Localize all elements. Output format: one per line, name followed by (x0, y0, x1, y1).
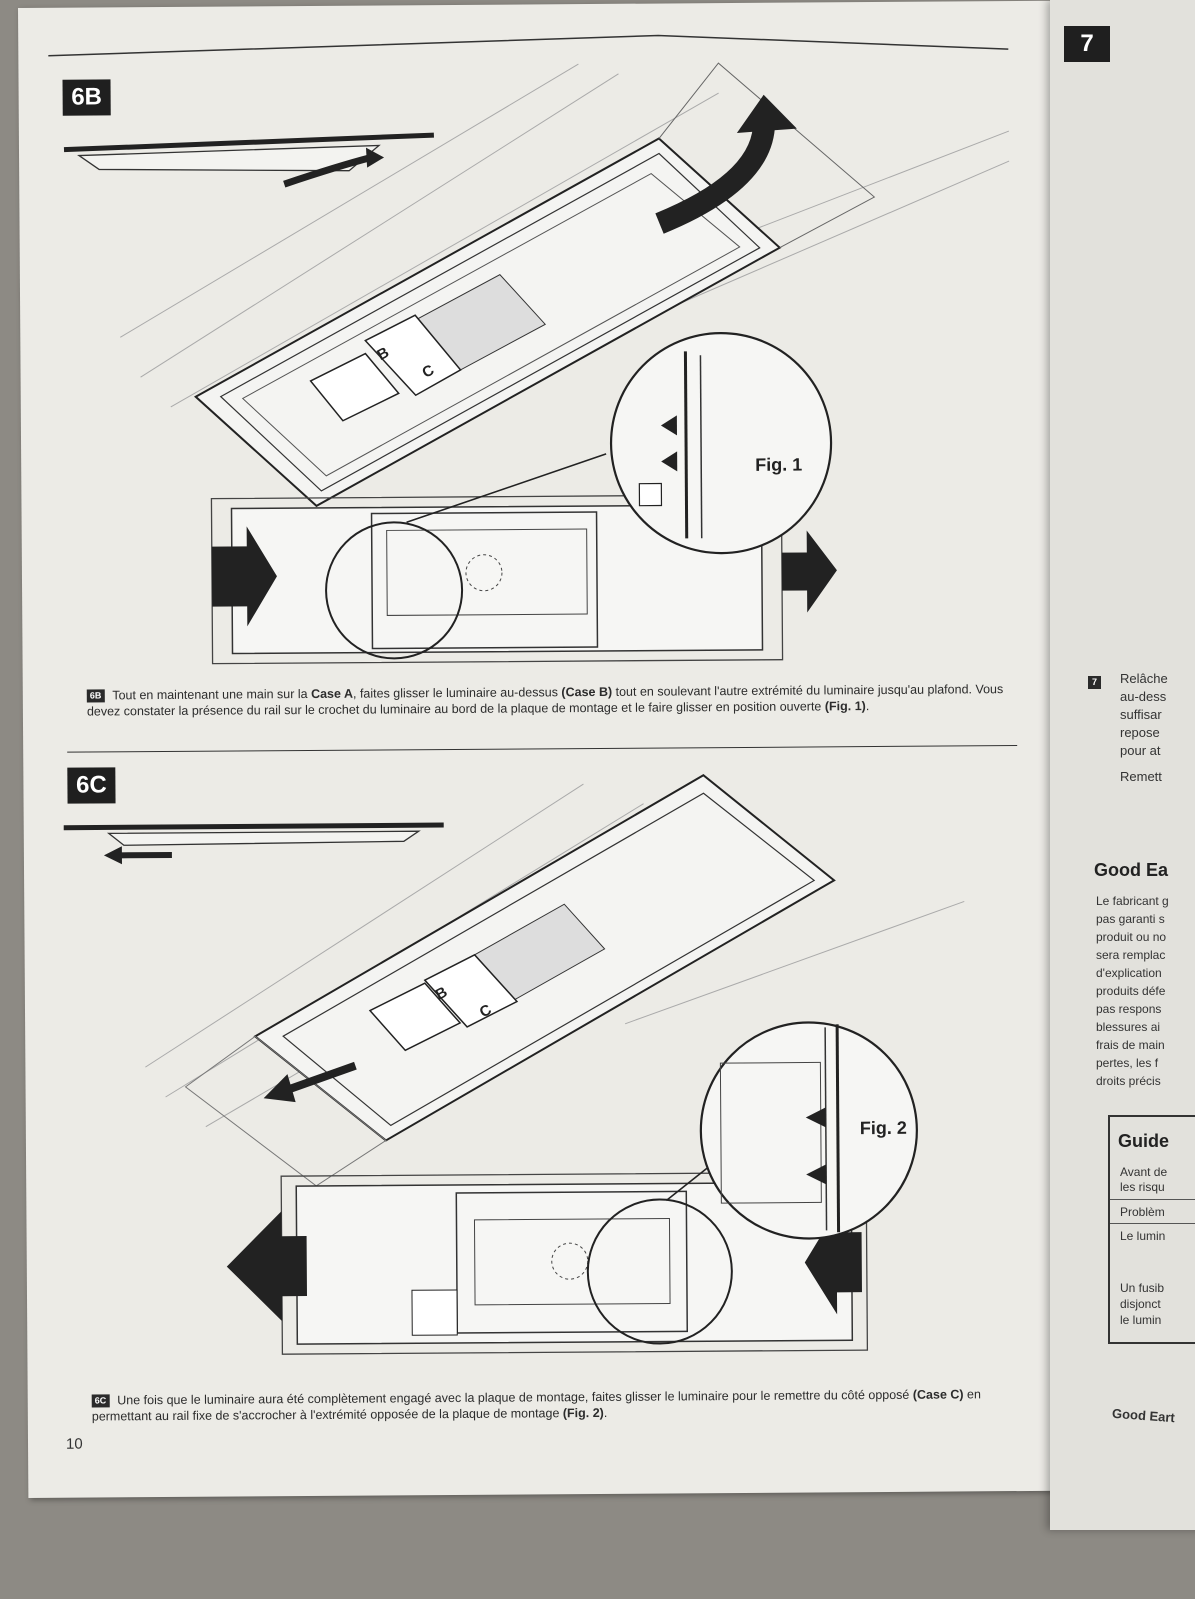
text-line: droits précis (1096, 1074, 1161, 1088)
warranty-text: Le fabricant g pas garanti s produit ou … (1096, 892, 1195, 1092)
text-line: d'explication (1096, 966, 1162, 980)
text-line: produits défe (1096, 984, 1166, 998)
text-line: sera remplac (1096, 948, 1166, 962)
step-6b-caption: 6B Tout en maintenant une main sur la Cas… (86, 681, 1007, 719)
6c-fixture: B C (184, 774, 836, 1187)
caption-text: . (603, 1405, 608, 1420)
text-line: Problèm (1120, 1205, 1165, 1219)
text-line: repose (1120, 725, 1160, 740)
caption-text: Tout en maintenant une main sur la (112, 686, 312, 703)
caption-text: , faites glisser le luminaire au-dessus (352, 685, 562, 701)
text-line: le lumin (1120, 1313, 1162, 1327)
manual-page-left: 6B B C (18, 0, 1061, 1498)
step-6c-caption: 6C Une fois que le luminaire aura été com… (91, 1386, 1022, 1424)
caption-text: Une fois que le luminaire aura été compl… (117, 1387, 913, 1408)
guide-title: Guide (1118, 1131, 1170, 1151)
text-line: Un fusib (1120, 1281, 1165, 1295)
text-line: Le fabricant g (1096, 894, 1169, 908)
step-6b-tag: 6B (86, 689, 105, 703)
6b-side-profile (63, 132, 434, 188)
case-a-ref: Case A (310, 686, 354, 701)
fig-2-label: Fig. 2 (860, 1118, 907, 1138)
troubleshooting-box: Guide Avant de les risqu Problèm Le lumi… (1108, 1115, 1195, 1344)
text-line: pas garanti s (1096, 912, 1165, 926)
warranty-heading: Good Ea (1094, 860, 1169, 880)
case-b-ref: (Case B) (561, 684, 613, 700)
text-line: Remett (1120, 769, 1162, 784)
fig-1-detail: Fig. 1 (609, 332, 833, 555)
page-number: 10 (65, 1435, 83, 1453)
6b-fixture: B C (194, 62, 876, 508)
6c-mounting-plate (226, 1152, 869, 1355)
step-6c-tag: 6C (91, 1394, 110, 1408)
section-divider (67, 745, 1018, 753)
text-line: pour at (1120, 743, 1161, 758)
text-line: au-dess (1120, 689, 1167, 704)
step-7-tag: 7 (1088, 676, 1102, 689)
fig-2-ref: (Fig. 2) (562, 1405, 604, 1421)
6b-mounting-plate (210, 453, 837, 665)
fig-2-detail: Fig. 2 (699, 1021, 918, 1240)
fig-1-ref: (Fig. 1) (824, 699, 866, 714)
step-6b-illustration: B C Fig. 1 (48, 34, 1010, 665)
step-7-text: Relâche au-dess suffisar repose pour at … (1120, 670, 1195, 790)
right-page-footer: Good Eart (1111, 1405, 1176, 1426)
text-line: frais de main (1096, 1038, 1165, 1052)
manual-page-right: 7 7 Relâche au-dess suffisar repose pour… (1050, 0, 1195, 1530)
text-line: disjonct (1120, 1297, 1161, 1311)
text-line: pertes, les f (1096, 1056, 1159, 1070)
text-line: Le lumin (1120, 1229, 1166, 1243)
text-line: Relâche (1120, 671, 1168, 686)
text-line: Avant de (1120, 1165, 1168, 1179)
text-line: produit ou no (1096, 930, 1167, 944)
fig-1-label: Fig. 1 (755, 455, 802, 475)
caption-text: . (865, 699, 870, 714)
text-line: blessures ai (1096, 1020, 1161, 1034)
text-line: pas respons (1096, 1002, 1162, 1016)
text-line: les risqu (1120, 1180, 1165, 1194)
step-7-badge: 7 (1064, 26, 1110, 62)
step-6c-illustration: B C Fig. 2 (63, 774, 965, 1355)
case-c-ref: (Case C) (912, 1387, 964, 1402)
6c-side-profile (63, 822, 444, 865)
text-line: suffisar (1120, 707, 1162, 722)
